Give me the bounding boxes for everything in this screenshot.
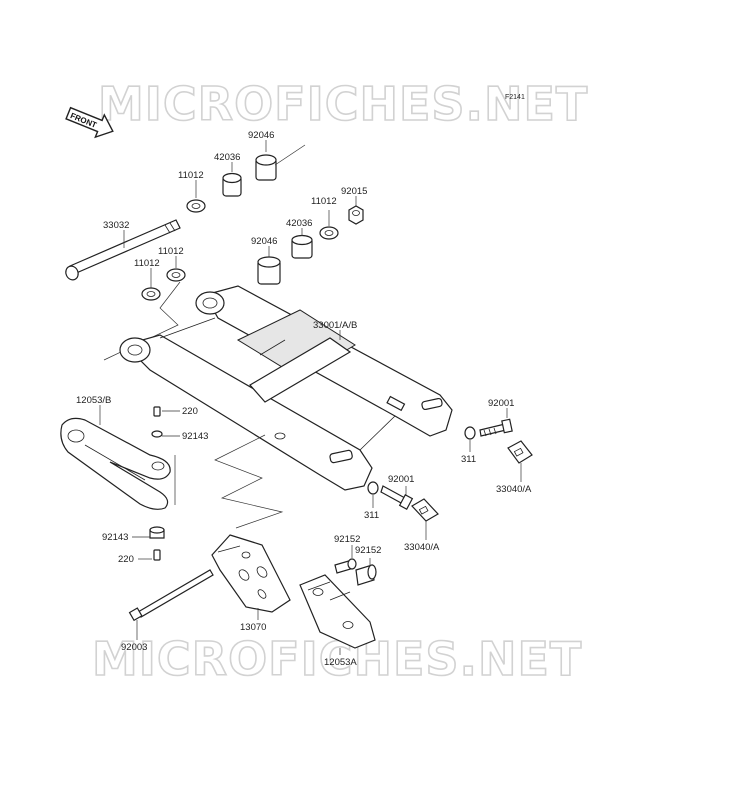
label-11012-left: 11012 [158, 246, 184, 257]
collar-311-mid [367, 481, 379, 495]
plate-33040-right [507, 440, 533, 464]
label-11012-top: 11012 [178, 170, 204, 181]
chain-slide-12053A [299, 574, 376, 649]
seal-11012-leftlow [141, 287, 161, 301]
label-92003: 92003 [121, 642, 147, 653]
bushing-92046-mid [257, 256, 281, 285]
nut-92015 [348, 205, 364, 225]
chain-guide [211, 534, 291, 613]
collar-92152-b [355, 564, 377, 586]
washer-92143-top [151, 430, 163, 438]
bushing-92046-top [255, 154, 277, 181]
label-92046-top: 92046 [248, 130, 274, 141]
watermark-bottom: MICROFICHES.NET [92, 632, 582, 686]
seal-11012-top [186, 199, 206, 213]
washer-92143-low [149, 526, 165, 539]
chain-slider [60, 417, 171, 510]
plate-33040-mid [411, 498, 439, 522]
label-92143-top: 92143 [182, 431, 208, 442]
label-33032: 33032 [103, 220, 129, 231]
bolt-92003 [128, 569, 214, 622]
label-220-top: 220 [182, 406, 198, 417]
screw-220-low [153, 549, 161, 561]
label-11012-right: 11012 [311, 196, 337, 207]
label-92001-right: 92001 [488, 398, 514, 409]
label-311-mid: 311 [364, 510, 379, 521]
leader-lines [99, 140, 522, 655]
label-42036-top: 42036 [214, 152, 240, 163]
figure-code: F2141 [505, 94, 525, 101]
collar-311-right [464, 426, 476, 440]
label-33001: 33001/A/B [313, 320, 357, 331]
watermark-top: MICROFICHES.NET [98, 77, 588, 131]
label-33040-mid: 33040/A [404, 542, 440, 553]
assembly-guide-line [174, 434, 284, 529]
label-92152-a: 92152 [334, 534, 360, 545]
label-92152-b: 92152 [355, 545, 381, 556]
seal-11012-left [166, 268, 186, 282]
label-311-right: 311 [461, 454, 476, 465]
label-13070: 13070 [240, 622, 266, 633]
label-12053A: 12053A [324, 657, 357, 668]
label-42036-mid: 42036 [286, 218, 312, 229]
label-92143-low: 92143 [102, 532, 128, 543]
sleeve-42036-top [222, 172, 242, 197]
label-11012-leftlow: 11012 [134, 258, 160, 269]
label-33040-right: 33040/A [496, 484, 532, 495]
label-12053: 12053/B [76, 395, 111, 406]
label-92001-mid: 92001 [388, 474, 414, 485]
bolt-92001-right [479, 418, 513, 437]
label-92015: 92015 [341, 186, 367, 197]
label-220-low: 220 [118, 554, 134, 565]
sleeve-42036-mid [291, 234, 313, 259]
collar-92152-a [334, 558, 357, 574]
screw-220-top [153, 406, 161, 417]
bolt-92001-mid [380, 485, 414, 510]
pivot-shaft [65, 219, 181, 281]
swingarm [119, 285, 453, 491]
seal-11012-right [319, 226, 339, 240]
label-92046-mid: 92046 [251, 236, 277, 247]
